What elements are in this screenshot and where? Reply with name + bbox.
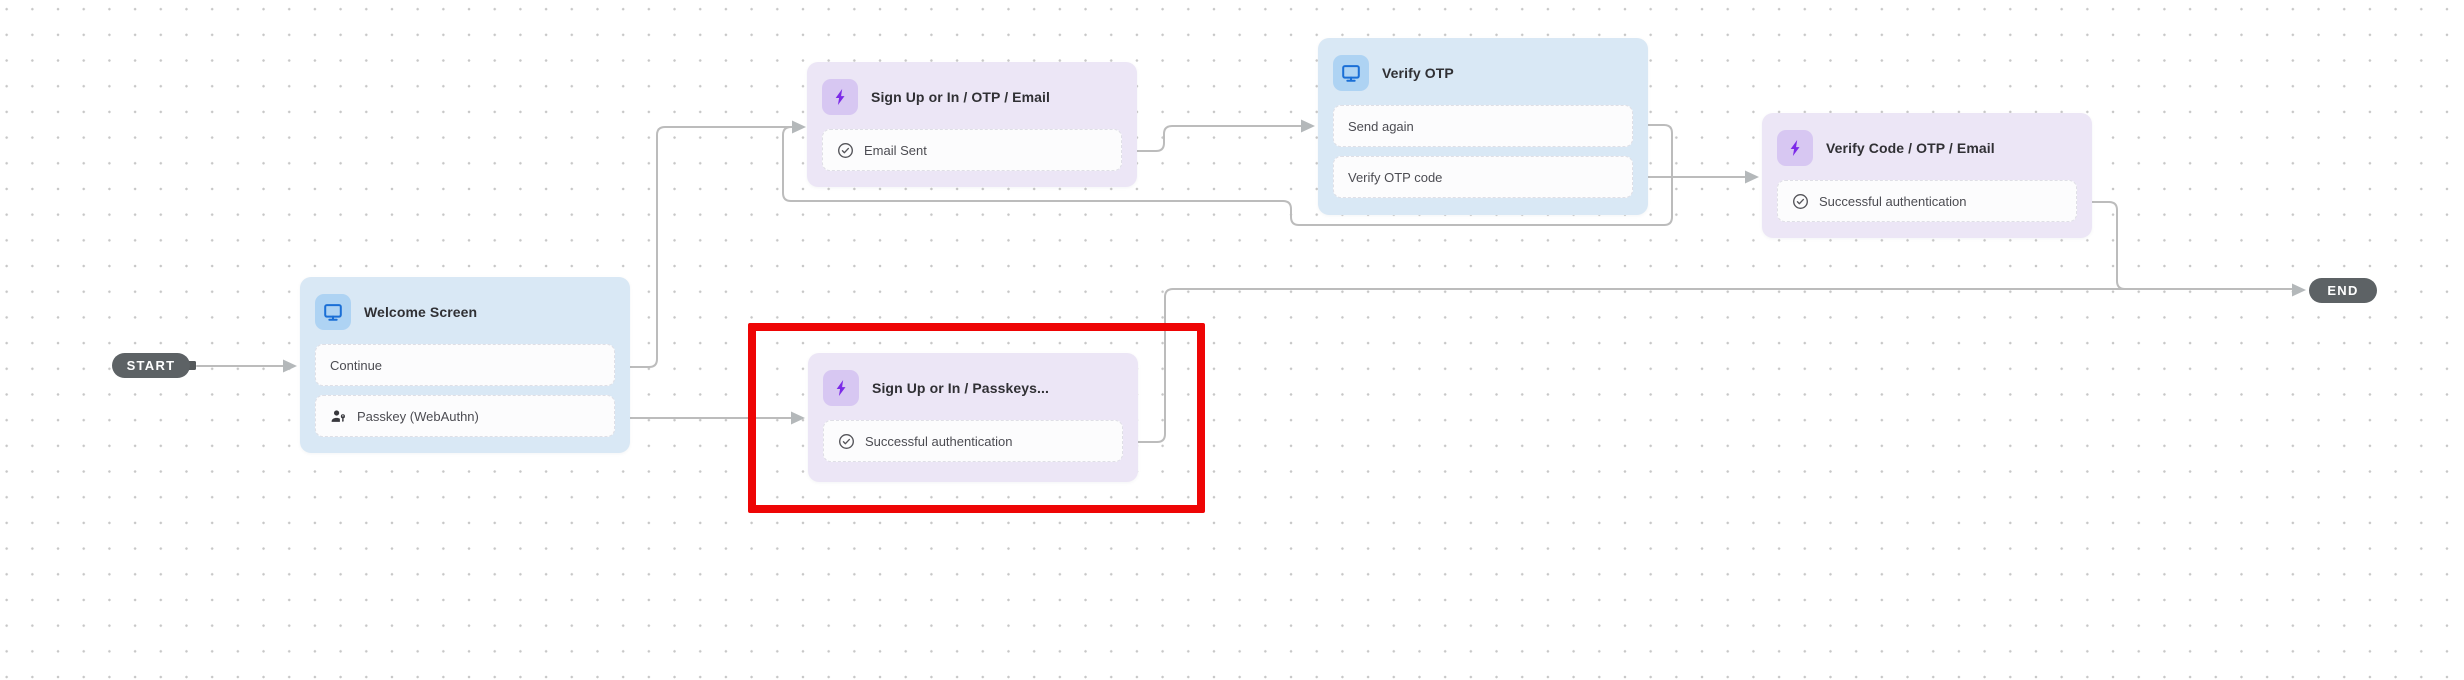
node-title: Verify Code / OTP / Email bbox=[1826, 140, 1995, 156]
bolt-icon bbox=[823, 370, 859, 406]
row-successful-authentication[interactable]: Successful authentication bbox=[1777, 180, 2077, 222]
row-label: Verify OTP code bbox=[1348, 169, 1443, 185]
node-title: Verify OTP bbox=[1382, 65, 1454, 81]
node-header: Sign Up or In / Passkeys... bbox=[823, 370, 1123, 406]
node-welcome-screen[interactable]: Welcome Screen Continue Passkey (WebAuth… bbox=[300, 277, 630, 453]
bolt-icon bbox=[822, 79, 858, 115]
row-label: Continue bbox=[330, 357, 383, 373]
row-label: Successful authentication bbox=[865, 433, 1013, 449]
row-successful-authentication[interactable]: Successful authentication bbox=[823, 420, 1123, 462]
end-node[interactable]: END bbox=[2309, 278, 2377, 303]
row-label: Passkey (WebAuthn) bbox=[357, 408, 479, 424]
node-header: Verify Code / OTP / Email bbox=[1777, 130, 2077, 166]
end-label: END bbox=[2327, 283, 2359, 298]
node-title: Sign Up or In / Passkeys... bbox=[872, 380, 1049, 396]
row-label: Successful authentication bbox=[1819, 193, 1967, 209]
node-signup-passkeys[interactable]: Sign Up or In / Passkeys... Successful a… bbox=[808, 353, 1138, 482]
node-header: Sign Up or In / OTP / Email bbox=[822, 79, 1122, 115]
row-label: Send again bbox=[1348, 118, 1414, 134]
row-label: Email Sent bbox=[864, 142, 927, 158]
start-label: START bbox=[126, 358, 176, 373]
row-verify-otp-code[interactable]: Verify OTP code bbox=[1333, 156, 1633, 198]
check-circle-icon bbox=[1792, 193, 1809, 210]
node-title: Welcome Screen bbox=[364, 304, 478, 320]
screen-icon bbox=[315, 294, 351, 330]
row-send-again[interactable]: Send again bbox=[1333, 105, 1633, 147]
row-continue[interactable]: Continue bbox=[315, 344, 615, 386]
start-node[interactable]: START bbox=[112, 353, 190, 378]
check-circle-icon bbox=[837, 142, 854, 159]
node-verify-code-otp-email[interactable]: Verify Code / OTP / Email Successful aut… bbox=[1762, 113, 2092, 238]
node-verify-otp[interactable]: Verify OTP Send again Verify OTP code bbox=[1318, 38, 1648, 215]
bolt-icon bbox=[1777, 130, 1813, 166]
row-passkey-webauthn[interactable]: Passkey (WebAuthn) bbox=[315, 395, 615, 437]
node-header: Verify OTP bbox=[1333, 55, 1633, 91]
check-circle-icon bbox=[838, 433, 855, 450]
node-signup-otp-email[interactable]: Sign Up or In / OTP / Email Email Sent bbox=[807, 62, 1137, 187]
node-title: Sign Up or In / OTP / Email bbox=[871, 89, 1051, 105]
node-header: Welcome Screen bbox=[315, 294, 615, 330]
screen-icon bbox=[1333, 55, 1369, 91]
row-email-sent[interactable]: Email Sent bbox=[822, 129, 1122, 171]
passkey-icon bbox=[330, 408, 347, 425]
